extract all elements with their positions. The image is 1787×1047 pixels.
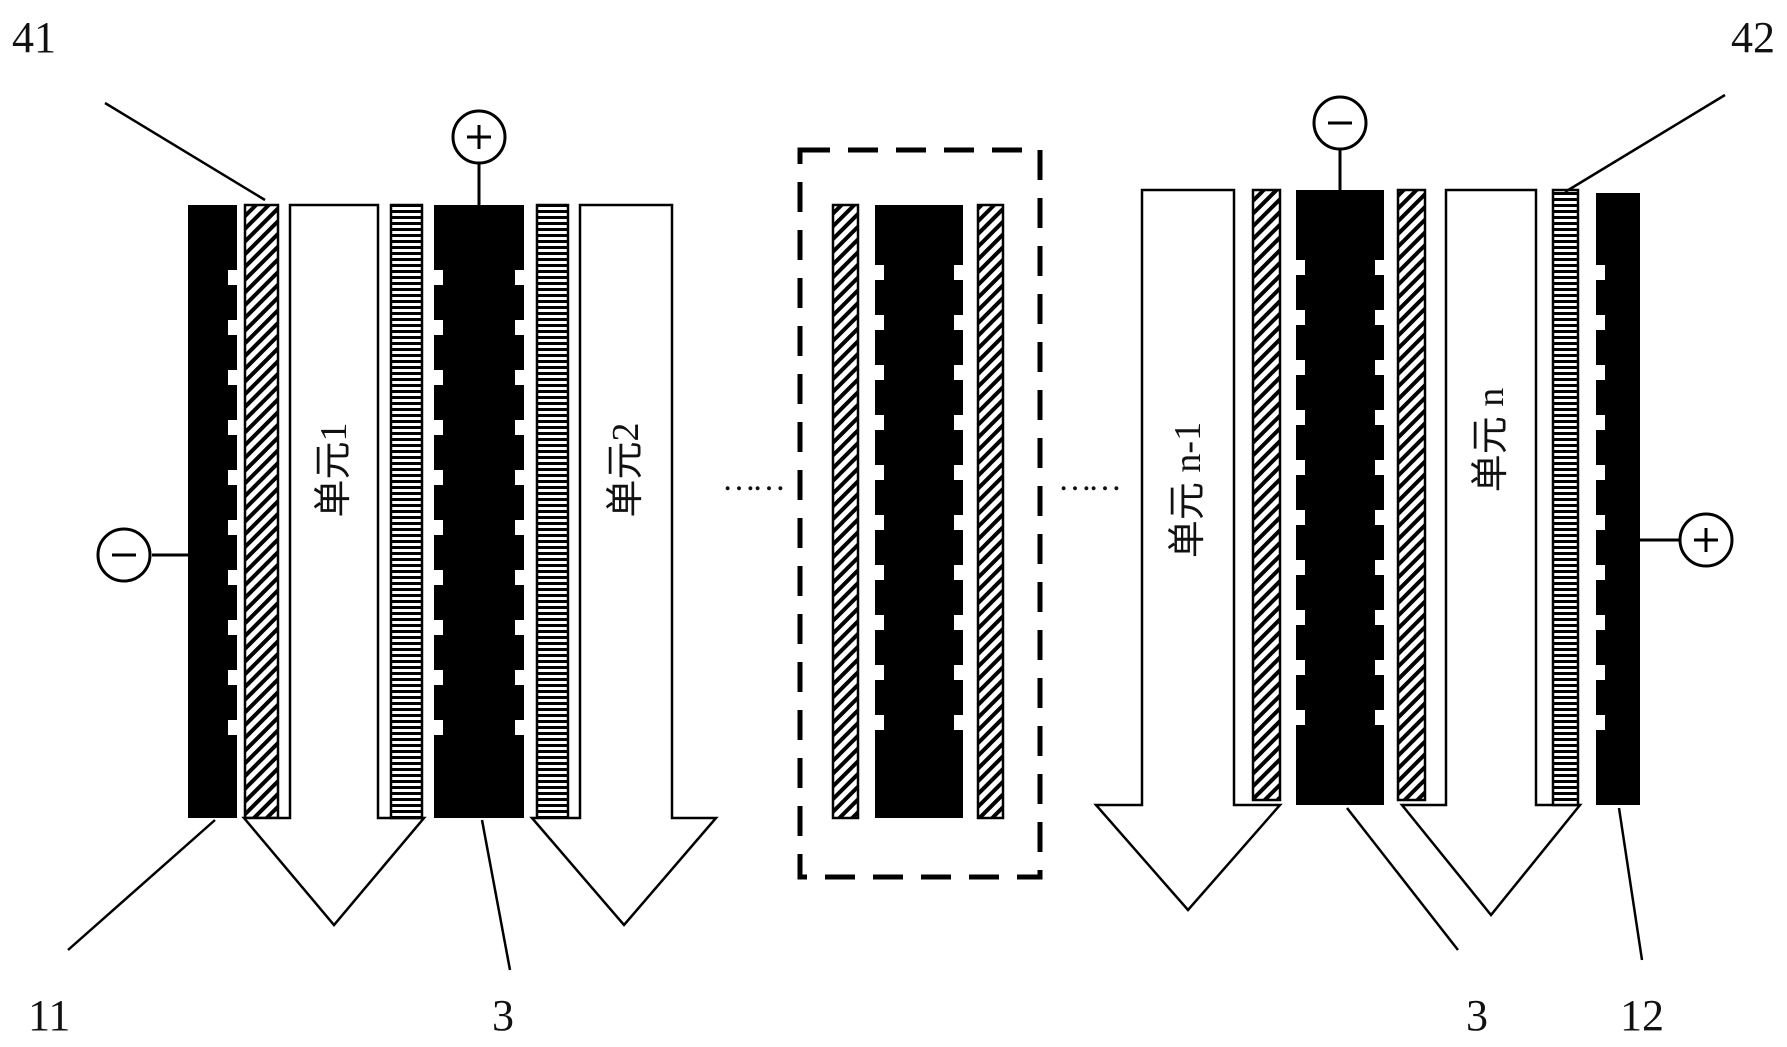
unit2-label: 单元2 (605, 422, 647, 517)
ref-label-12: 12 (1620, 991, 1664, 1040)
unit-n-minus-1-flow-arrow (1093, 188, 1283, 912)
leader-41 (104, 101, 266, 202)
continuation-dots-left: …… (722, 461, 783, 498)
leader-42 (1564, 93, 1726, 194)
electrode-right-1 (1251, 188, 1282, 802)
right-end-terminal-sign: + (1706, 539, 1707, 541)
ref-label-3-left: 3 (492, 991, 514, 1040)
plate-n-terminal-sign: − (1340, 122, 1341, 124)
repeating-unit-box (797, 147, 1043, 880)
end-plate-right (1596, 193, 1640, 805)
electrode-right-2 (1396, 188, 1427, 802)
leader-3-right (1346, 807, 1459, 951)
bipolar-plate-middle (875, 205, 963, 818)
electrode-41 (243, 203, 280, 820)
unit1-label: 单元1 (313, 422, 355, 517)
plate1-terminal-sign: + (479, 136, 480, 138)
leader-12 (1617, 807, 1644, 961)
bipolar-plate-left (434, 205, 524, 818)
left-end-terminal-sign: − (124, 554, 125, 556)
ref-label-11: 11 (28, 991, 70, 1040)
end-plate-left (188, 205, 237, 818)
unit-n-label: 单元 n (1470, 388, 1512, 493)
unit-n-flow-arrow (1399, 188, 1583, 917)
leader-11 (67, 819, 216, 951)
unit-n-minus-1-label: 单元 n-1 (1167, 422, 1209, 558)
unit1-flow-arrow (241, 203, 427, 927)
electrode-middle-left (831, 203, 860, 820)
bipolar-plate-right (1296, 190, 1384, 805)
electrode-middle-right (976, 203, 1005, 820)
ref-label-41: 41 (12, 13, 56, 62)
membrane-left-2 (535, 203, 570, 820)
continuation-dots-right: …… (1058, 461, 1119, 498)
ref-label-42: 42 (1731, 13, 1775, 62)
membrane-left-1 (389, 203, 424, 820)
membrane-42 (1551, 188, 1580, 807)
ref-label-3-right: 3 (1466, 991, 1488, 1040)
leader-3-left (480, 819, 512, 971)
unit2-flow-arrow (529, 203, 719, 927)
